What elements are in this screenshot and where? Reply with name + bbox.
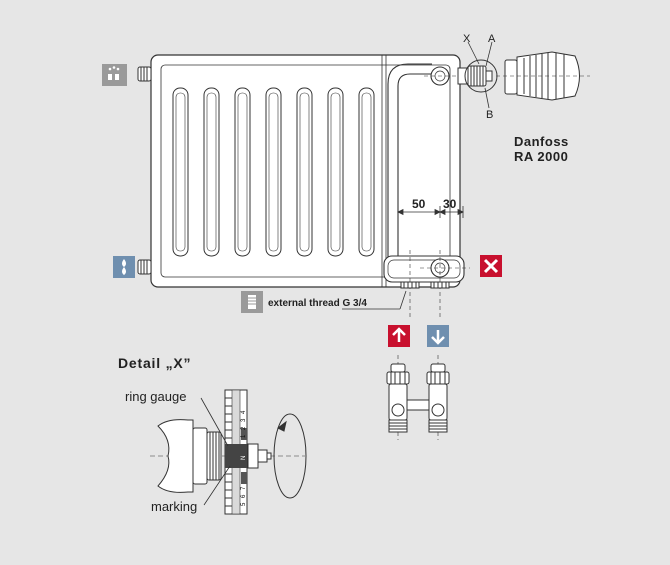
detail-leaders [200,397,231,506]
h-block-valve [386,355,450,440]
scale-number-7: 7 [241,486,247,490]
valve-insert [457,65,493,87]
scale-number-2: 2 [241,426,247,430]
dimension-50: 50 [412,197,426,211]
thread-label: external thread G 3/4 [268,298,367,309]
down-arrow-icon [427,325,449,347]
scale-number-4: 4 [241,410,247,414]
detail-title: Detail „X” [118,355,191,371]
scale-number-1: 1 [241,434,247,438]
scale-numbers: 1 2 3 4 5 6 7 N [241,410,247,506]
dimension-lines [397,206,464,218]
callout-b: B [486,109,493,121]
air-vent-icon [102,64,127,86]
thread-icon [241,291,263,313]
scale-number-6: 6 [241,494,247,498]
thread-connectors [400,281,450,289]
scale-number-5: 5 [241,502,247,506]
valve-model: RA 2000 [514,149,568,164]
lower-connection [409,250,470,318]
callout-a: A [488,33,496,45]
rotation-arrow [273,413,307,499]
radiator-fins [172,87,375,257]
callout-x: X [463,33,471,45]
drain-plug [137,259,152,275]
up-arrow-icon [388,325,410,347]
scale-ring [224,389,248,515]
vent-plug [137,66,152,82]
ring-gauge-label: ring gauge [125,389,186,404]
thermostat-head [496,51,590,101]
radiator-body [150,54,461,288]
valve-brand: Danfoss [514,134,569,149]
upper-connection [424,66,470,86]
marking-label: marking [151,499,197,514]
callout-leaders [467,41,493,109]
cross-icon [480,255,502,277]
scale-number-3: 3 [241,418,247,422]
scale-mark-n: N [241,456,247,460]
thread-leader [342,290,407,310]
water-drain-icon [113,256,135,278]
detail-valve [150,419,305,493]
dimension-30: 30 [443,197,457,211]
